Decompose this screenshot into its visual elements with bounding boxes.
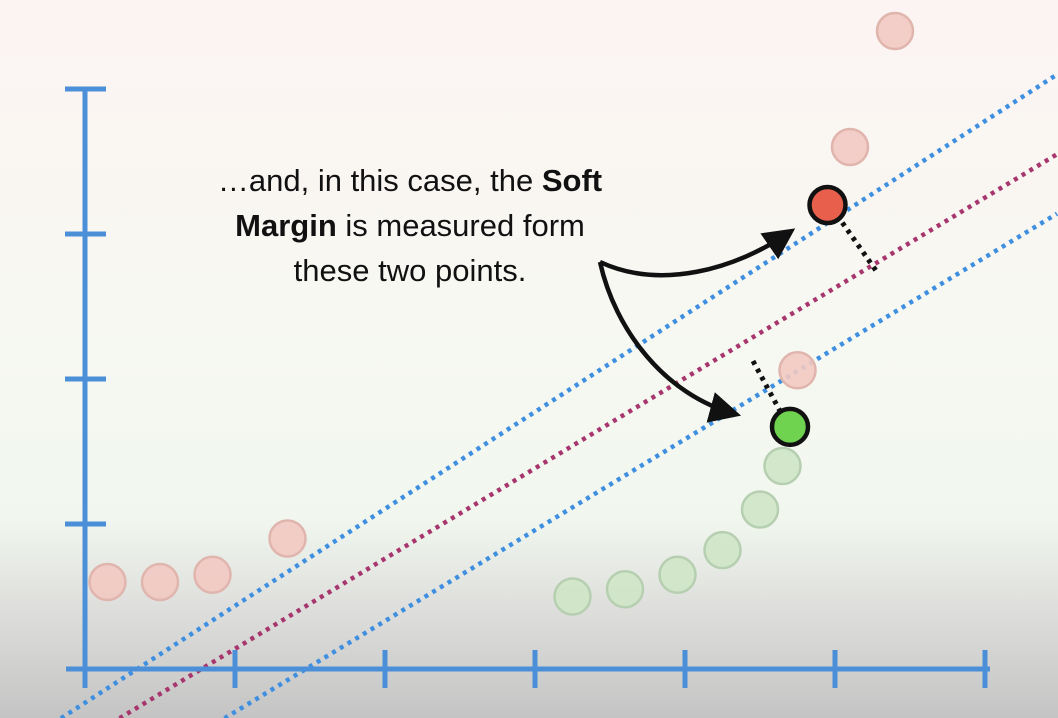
data-points [88,11,915,616]
support-points [769,184,848,448]
caption-text-1: …and, in this case, the [217,163,542,198]
caption-text-3: these two points. [293,253,527,288]
red-data-point [140,562,180,602]
red-support-point [807,184,848,226]
soft-margin-caption: …and, in this case, the Soft Margin is m… [150,158,670,293]
green-support-point [769,406,811,448]
red-data-point [193,555,232,594]
caption-bold-margin: Margin [235,208,337,243]
red-data-point [88,562,127,602]
green-data-point [605,570,645,609]
red-data-point [875,11,915,51]
caption-text-2: is measured form [336,208,585,243]
green-distance-line [750,359,790,426]
red-distance-line [829,206,880,274]
arrow-to-green-point [597,261,742,423]
green-data-point [658,555,697,594]
arrow-to-red-point [599,228,796,278]
green-data-point [763,446,802,486]
soft-margin-distances [750,206,880,426]
green-data-point [740,490,780,529]
axis-ticks [65,86,988,688]
caption-bold-soft: Soft [541,163,603,198]
green-data-point [553,577,592,616]
callout-arrows [597,228,796,423]
margin-line [223,211,1058,718]
red-data-point [268,519,307,558]
threshold-line [118,152,1058,718]
classifier-lines [59,72,1058,718]
red-data-point [778,351,817,390]
red-data-point [830,127,870,167]
green-data-point [703,530,742,570]
